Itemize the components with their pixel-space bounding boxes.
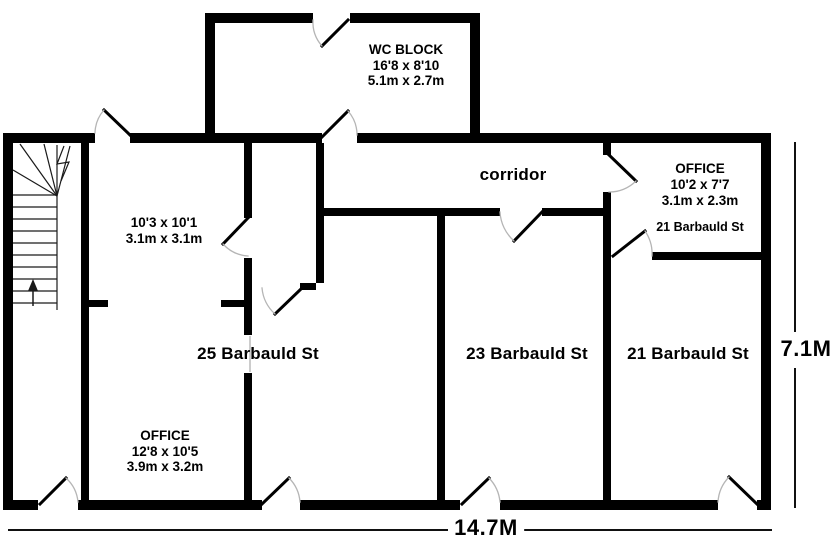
stair-winder	[56, 145, 71, 197]
overall-width-dimension: 14.7M	[448, 515, 524, 541]
wall-vestibule-left-mid	[244, 258, 252, 335]
door-wc-top	[312, 17, 351, 49]
wall-corridor-bottom-left	[316, 208, 500, 216]
stair-winder	[12, 169, 58, 197]
unit-25-label: 25 Barbauld St	[197, 344, 319, 363]
unit-23-label: 23 Barbauld St	[466, 344, 588, 363]
wall-wc-left	[205, 13, 215, 143]
unit-21-label: 21 Barbauld St	[627, 344, 749, 363]
wall-top-right	[357, 133, 767, 143]
wall-top-mid	[130, 133, 322, 143]
door-bottom-21	[717, 474, 760, 507]
wall-office21-bottom	[652, 252, 761, 260]
door-bottom-stairs	[37, 475, 79, 507]
doors	[37, 17, 760, 507]
wc-block-label: WC BLOCK 16'8 x 8'10 5.1m x 2.7m	[368, 42, 445, 89]
wall-corridor-bottom-right	[542, 208, 607, 216]
door-corridor-to-office21	[606, 152, 639, 193]
wall-stub-left	[81, 300, 108, 307]
wc-block-metric: 5.1m x 2.7m	[367, 73, 445, 88]
door-office21-bottom	[610, 228, 653, 259]
office-top-right-address: 21 Barbauld St	[656, 220, 744, 234]
wall-stairwell-office	[81, 143, 89, 505]
wall-right	[761, 133, 771, 510]
wc-block-name: WC BLOCK	[368, 42, 444, 57]
wall-corridor-right-top	[603, 143, 611, 155]
office-bottom-left-imperial: 12'8 x 10'5	[131, 443, 199, 459]
corridor-label: corridor	[479, 165, 547, 184]
door-bottom-25	[259, 475, 301, 507]
stair-break-mark	[56, 145, 70, 182]
room-top-left-metric: 3.1m x 3.1m	[125, 230, 203, 246]
wall-bottom-2	[78, 500, 262, 510]
office-top-right-imperial: 10'2 x 7'7	[670, 177, 730, 192]
dimension-lines	[8, 142, 796, 531]
door-entrance-top-left	[94, 107, 133, 138]
wall-left	[3, 133, 13, 510]
room-top-left-imperial: 10'3 x 10'1	[130, 215, 198, 230]
office-top-right-name: OFFICE	[675, 161, 725, 176]
door-vestibule-to-room	[220, 215, 251, 257]
wall-25-23-divider	[437, 208, 445, 505]
wall-top-left	[3, 133, 95, 143]
stair-winder	[19, 143, 58, 197]
office-bottom-left-metric: 3.9m x 3.2m	[126, 459, 204, 474]
wall-wc-top-left	[205, 13, 313, 23]
wall-vestibule-bottom-stub	[300, 283, 316, 290]
office-bottom-left-label: OFFICE 12'8 x 10'5 3.9m x 3.2m	[127, 428, 204, 475]
wall-bottom-5	[757, 500, 771, 510]
door-wc-bottom	[319, 108, 358, 140]
wall-wc-top-right	[350, 13, 480, 23]
wall-stub-right	[221, 300, 248, 307]
stair-winder	[43, 143, 58, 197]
wall-23-21-divider	[603, 192, 611, 505]
wall-bottom-3	[300, 500, 460, 510]
overall-height-dimension: 7.1M	[780, 336, 832, 361]
wall-vestibule-left-upper	[244, 143, 252, 218]
office-top-right-metric: 3.1m x 2.3m	[661, 193, 739, 208]
door-vestibule-bottom	[261, 285, 305, 317]
wall-bottom-1	[3, 500, 38, 510]
door-bottom-23	[459, 475, 501, 507]
wall-wc-right	[470, 13, 480, 143]
door-corridor-to-23	[499, 209, 545, 244]
office-bottom-left-name: OFFICE	[140, 428, 190, 443]
wall-vestibule-left-lower	[244, 373, 252, 505]
office-top-right-label: OFFICE 10'2 x 7'7 3.1m x 2.3m 21 Barbaul…	[656, 161, 744, 234]
wc-block-imperial: 16'8 x 8'10	[372, 57, 440, 73]
walls	[3, 13, 771, 510]
room-top-left-label: 10'3 x 10'1 3.1m x 3.1m	[126, 215, 203, 246]
staircase	[12, 143, 71, 310]
stair-direction-arrow	[28, 279, 38, 306]
